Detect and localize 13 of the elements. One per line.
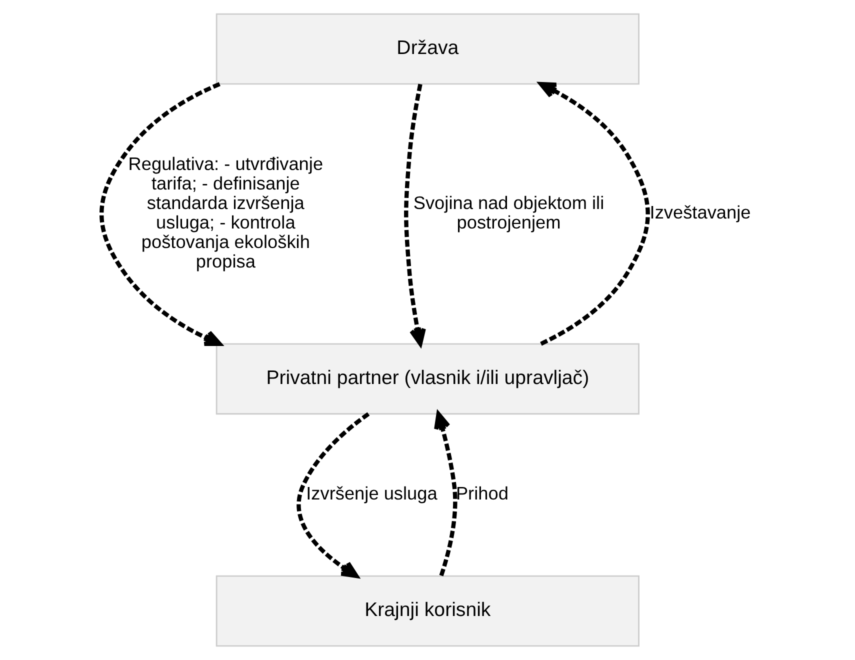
node-box: Država [216, 13, 640, 85]
node-box: Privatni partner (vlasnik i/ili upravljač) [216, 343, 640, 415]
arrow [434, 412, 458, 576]
edge-label: Prihod [456, 484, 508, 504]
edge-label: Izveštavanje [650, 202, 751, 223]
node-box: Krajnji korisnik [216, 575, 640, 647]
arrow [404, 84, 426, 346]
arrow [296, 412, 370, 578]
edge-label: Svojina nad objektom ili postrojenjem [413, 192, 604, 233]
edge-label: Izvršenje usluga [306, 484, 438, 504]
arrow [100, 82, 222, 346]
edge-label: Regulativa: - utvrđivanje tarifa; - definisanje standarda izvršenja usluga; - kontrola poštovanja ekoloških propisa [128, 154, 324, 272]
arrow [538, 82, 650, 346]
